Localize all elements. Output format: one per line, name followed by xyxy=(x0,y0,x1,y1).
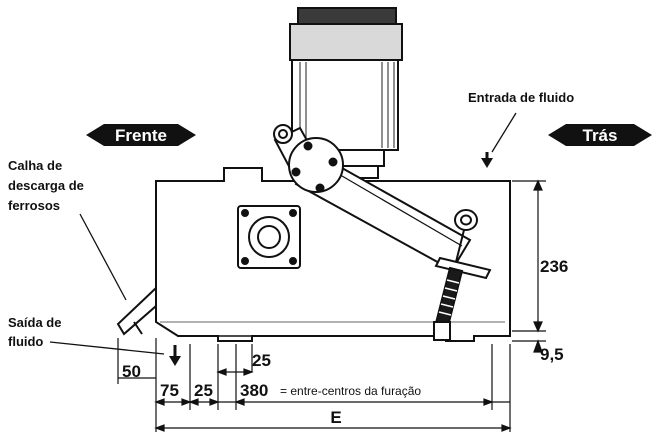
screw-bracket xyxy=(434,256,492,280)
motor-body xyxy=(291,59,399,151)
bolt-icon xyxy=(289,209,297,217)
base-gap-value: 9,5 xyxy=(540,345,564,364)
chute-leader xyxy=(79,213,127,301)
bolt-icon xyxy=(241,257,249,265)
bolt-icon xyxy=(328,157,338,167)
foot-1-value: 75 xyxy=(160,381,179,400)
chute-label-line1: Calha de xyxy=(8,158,62,173)
overall-length-value: E xyxy=(330,408,341,427)
bolt-icon xyxy=(303,141,313,151)
horizontal-dimensions xyxy=(117,338,512,432)
drive-disc xyxy=(288,137,344,193)
pivot-pin xyxy=(278,129,288,139)
front-pill: Frente xyxy=(86,124,196,146)
screw-nut xyxy=(433,321,451,341)
drive-arm xyxy=(273,124,472,272)
eye-bolt-hole xyxy=(460,214,472,226)
hole-centers-value: 380 xyxy=(240,381,268,400)
tension-screw xyxy=(433,209,492,341)
inlet-flange xyxy=(237,205,301,269)
outlet-leader xyxy=(49,341,165,355)
discharge-chute xyxy=(116,285,157,336)
bolt-icon xyxy=(241,209,249,217)
chute-label-line2: descarga de xyxy=(8,178,84,193)
spring-coils xyxy=(438,279,460,316)
height-dimension xyxy=(512,179,546,333)
back-label: Trás xyxy=(583,126,618,145)
bolt-icon xyxy=(291,167,301,177)
outlet-label-line1: Saída de xyxy=(8,315,61,330)
motor-top-cap xyxy=(297,7,397,25)
chute-plate xyxy=(116,285,157,336)
arrow-down-icon xyxy=(169,356,181,366)
bolt-icon xyxy=(315,183,325,193)
arrow-down-icon xyxy=(481,158,493,168)
outlet-label-line2: fluido xyxy=(8,334,43,349)
chute-label-line3: ferrosos xyxy=(8,198,60,213)
left-offset-value: 50 xyxy=(122,362,141,381)
fluid-inlet-leader xyxy=(491,112,517,153)
base-gap-dimension xyxy=(512,320,546,353)
foot-2-value: 25 xyxy=(194,381,213,400)
foot-3-value: 25 xyxy=(252,351,271,370)
motor-fan-cover xyxy=(289,23,403,61)
flange-bore xyxy=(257,225,281,249)
height-value: 236 xyxy=(540,257,568,276)
back-pill: Trás xyxy=(548,124,652,146)
bolt-icon xyxy=(289,257,297,265)
fluid-inlet-label: Entrada de fluido xyxy=(468,90,574,105)
front-label: Frente xyxy=(115,126,167,145)
hole-centers-text: = entre-centros da furação xyxy=(280,384,421,398)
